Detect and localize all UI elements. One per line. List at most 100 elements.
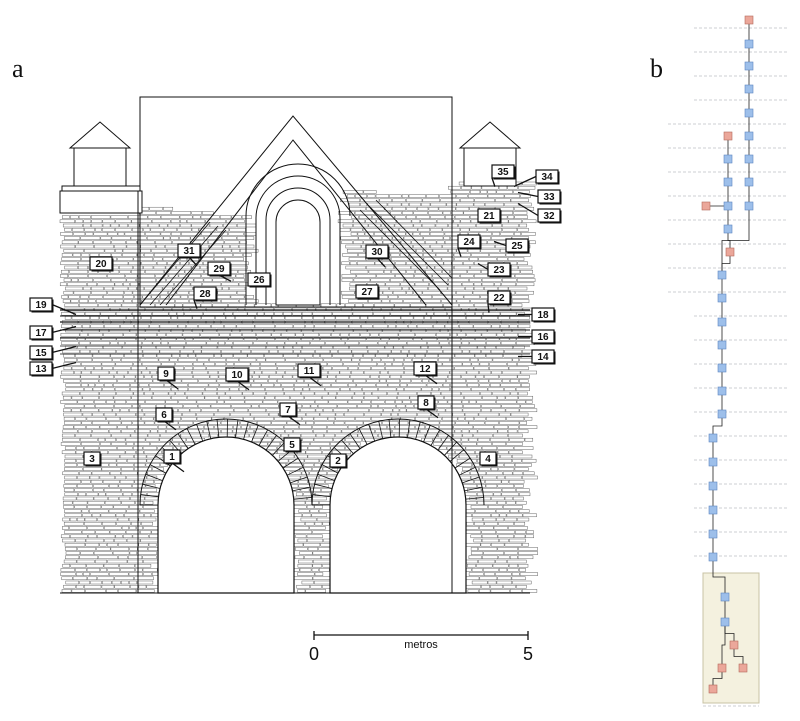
- masonry-stone: [471, 580, 488, 585]
- masonry-stone: [497, 316, 510, 320]
- masonry-stone: [88, 509, 109, 513]
- masonry-stone: [312, 576, 331, 581]
- masonry-stone: [496, 530, 515, 534]
- masonry-stone: [275, 362, 297, 366]
- masonry-stone: [515, 387, 530, 392]
- masonry-stone: [153, 257, 163, 261]
- masonry-stone: [438, 358, 450, 362]
- masonry-stone: [196, 416, 212, 421]
- masonry-stone: [61, 253, 73, 257]
- masonry-stone: [384, 400, 395, 404]
- masonry-stone: [504, 517, 517, 522]
- masonry-stone: [312, 559, 333, 564]
- masonry-stone: [373, 303, 395, 308]
- masonry-stone: [432, 437, 442, 442]
- masonry-stone: [458, 324, 474, 329]
- masonry-stone: [113, 366, 131, 371]
- masonry-stone: [63, 366, 72, 371]
- masonry-stone: [234, 362, 251, 366]
- masonry-stone: [97, 437, 106, 442]
- masonry-stone: [148, 223, 160, 228]
- masonry-stone: [172, 437, 187, 442]
- masonry-stone: [481, 446, 498, 450]
- masonry-stone: [171, 353, 180, 358]
- masonry-stone: [75, 244, 94, 249]
- right-arch-voussoirs: [311, 418, 485, 506]
- masonry-stone: [399, 253, 409, 257]
- masonry-stone: [422, 198, 441, 203]
- masonry-stone: [517, 374, 530, 379]
- masonry-stone: [373, 240, 383, 245]
- masonry-stone: [413, 223, 422, 228]
- unit-tag-33: 33: [517, 189, 562, 205]
- voussoir-stone: [258, 429, 269, 446]
- masonry-stone: [99, 391, 116, 396]
- masonry-stone: [100, 568, 107, 572]
- masonry-stone: [91, 513, 101, 518]
- masonry-stone: [483, 551, 504, 555]
- masonry-stone: [68, 295, 80, 299]
- masonry-stone: [466, 332, 482, 337]
- masonry-stone: [438, 206, 456, 211]
- masonry-stone: [233, 341, 253, 345]
- voussoir-stone: [140, 494, 159, 498]
- masonry-stone: [418, 295, 433, 299]
- masonry-stone: [350, 227, 363, 232]
- masonry-stone: [371, 366, 385, 371]
- masonry-stone: [99, 446, 117, 450]
- masonry-stone: [278, 454, 295, 459]
- masonry-stone: [122, 282, 130, 287]
- masonry-stone: [126, 509, 140, 513]
- masonry-stone: [497, 534, 514, 539]
- masonry-stone: [115, 513, 124, 518]
- masonry-stone: [321, 383, 331, 387]
- masonry-stone: [84, 227, 95, 232]
- masonry-stone: [108, 509, 127, 513]
- masonry-stone: [465, 311, 475, 316]
- masonry-stone: [490, 542, 505, 547]
- masonry-stone: [364, 412, 382, 417]
- masonry-stone: [430, 202, 447, 207]
- masonry-stone: [81, 479, 91, 484]
- masonry-stone: [492, 442, 506, 446]
- masonry-stone: [370, 374, 379, 379]
- masonry-stone: [350, 370, 364, 375]
- voussoir-stone: [430, 429, 441, 446]
- masonry-stone: [79, 332, 88, 337]
- matrix-node: [720, 592, 730, 602]
- masonry-stone: [359, 358, 373, 362]
- masonry-stone: [517, 261, 528, 266]
- masonry-stone: [427, 429, 440, 434]
- masonry-stone: [85, 232, 94, 236]
- masonry-stone: [152, 467, 164, 471]
- masonry-stone: [367, 349, 378, 354]
- masonry-stone: [514, 232, 521, 236]
- masonry-stone: [63, 379, 81, 383]
- masonry-stone: [421, 337, 438, 341]
- masonry-stone: [378, 349, 392, 354]
- masonry-stone: [200, 332, 220, 337]
- masonry-stone: [318, 471, 327, 476]
- masonry-stone: [519, 421, 527, 425]
- masonry-stone: [427, 341, 440, 345]
- masonry-stone: [493, 425, 509, 429]
- masonry-stone: [518, 185, 536, 190]
- masonry-stone: [469, 257, 479, 261]
- masonry-stone: [72, 324, 82, 329]
- masonry-stone: [405, 215, 416, 219]
- masonry-stone: [92, 358, 113, 362]
- masonry-stone: [476, 400, 496, 404]
- masonry-stone: [492, 223, 502, 228]
- masonry-stone: [230, 412, 251, 417]
- masonry-stone: [455, 421, 469, 425]
- masonry-stone: [129, 526, 137, 530]
- masonry-stone: [177, 358, 197, 362]
- masonry-stone: [184, 391, 203, 396]
- masonry-stone: [87, 526, 104, 530]
- masonry-stone: [64, 479, 82, 484]
- masonry-stone: [106, 589, 118, 593]
- masonry-stone: [470, 547, 478, 551]
- masonry-stone: [348, 408, 369, 413]
- masonry-stone: [441, 257, 455, 261]
- masonry-stone: [340, 332, 349, 337]
